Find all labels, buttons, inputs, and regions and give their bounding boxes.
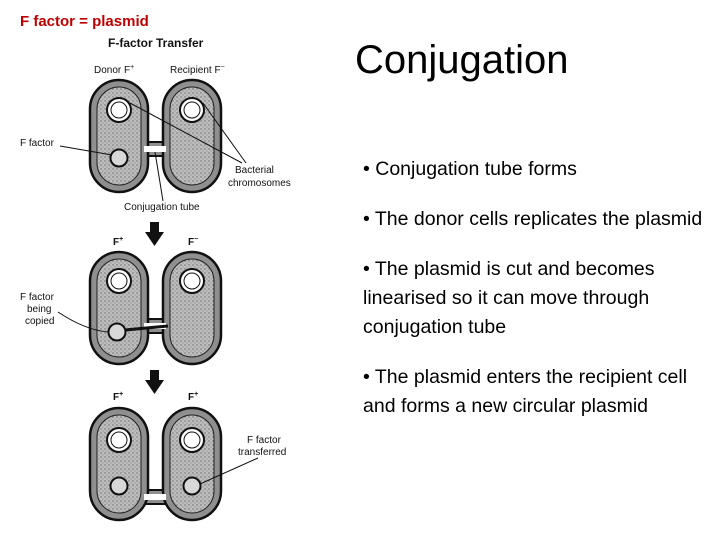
slide-title: Conjugation [355, 38, 569, 82]
f-factor-pointer [59, 145, 113, 156]
stage-3: F+ F+ F factor transferred [88, 391, 286, 522]
bullet-item: • The plasmid is cut and becomes lineari… [363, 258, 655, 338]
copied-pointer [57, 311, 109, 333]
recipient-label: Recipient F− [170, 64, 225, 76]
recipient-chromosome-inner [183, 101, 201, 119]
f-factor-plasmid [109, 148, 129, 168]
donor-chromosome-inner [110, 272, 128, 290]
tube-pointer [154, 151, 164, 202]
copied-label-3: copied [25, 316, 54, 327]
donor-chromosome-inner [110, 101, 128, 119]
bullet-item: • The donor cells replicates the plasmid [363, 208, 703, 230]
chromosomes-label-2: chromosomes [228, 178, 291, 189]
chromosome-pointer-donor [129, 102, 243, 164]
figure-title: F-factor Transfer [108, 36, 204, 50]
stage-2: F+ F− F factor being copied [20, 236, 223, 366]
transferred-label-1: F factor [247, 435, 282, 446]
f-factor-label: F factor [20, 138, 55, 149]
stage2-left-sign: F+ [113, 236, 123, 248]
stage3-right-sign: F+ [188, 391, 198, 403]
linear-plasmid-strand [124, 324, 169, 332]
tube-lumen [144, 146, 166, 152]
copied-label-2: being [27, 304, 51, 315]
chromosome-pointer-recipient [202, 102, 247, 164]
donor-chromosome-inner [110, 431, 128, 449]
arrow-down-icon [145, 222, 164, 246]
donor-label: Donor F+ [94, 64, 134, 76]
bullet-item: • The plasmid enters the recipient cell … [363, 366, 688, 417]
transferred-label-2: transferred [238, 447, 286, 458]
bullet-item: • Conjugation tube forms [363, 158, 577, 180]
recipient-chromosome-inner [183, 431, 201, 449]
tube-lumen [144, 494, 166, 500]
chromosomes-label-1: Bacterial [235, 165, 274, 176]
f-factor-plasmid [182, 476, 202, 496]
stage3-left-sign: F+ [113, 391, 123, 403]
stage2-right-sign: F− [188, 236, 198, 248]
tube-label: Conjugation tube [124, 202, 200, 213]
transferred-pointer [199, 457, 259, 485]
arrow-down-icon [145, 370, 164, 394]
stage-1: Donor F+ Recipient F− F factor Bacterial… [20, 64, 291, 213]
f-factor-plasmid [109, 476, 129, 496]
copied-label-1: F factor [20, 292, 55, 303]
bullet-list: • Conjugation tube forms • The donor cel… [363, 155, 708, 442]
corner-note: F factor = plasmid [20, 13, 149, 30]
recipient-chromosome-inner [183, 272, 201, 290]
f-factor-transfer-diagram: F-factor Transfer Donor F+ Recipient F− … [20, 36, 291, 522]
f-factor-plasmid [107, 322, 127, 342]
